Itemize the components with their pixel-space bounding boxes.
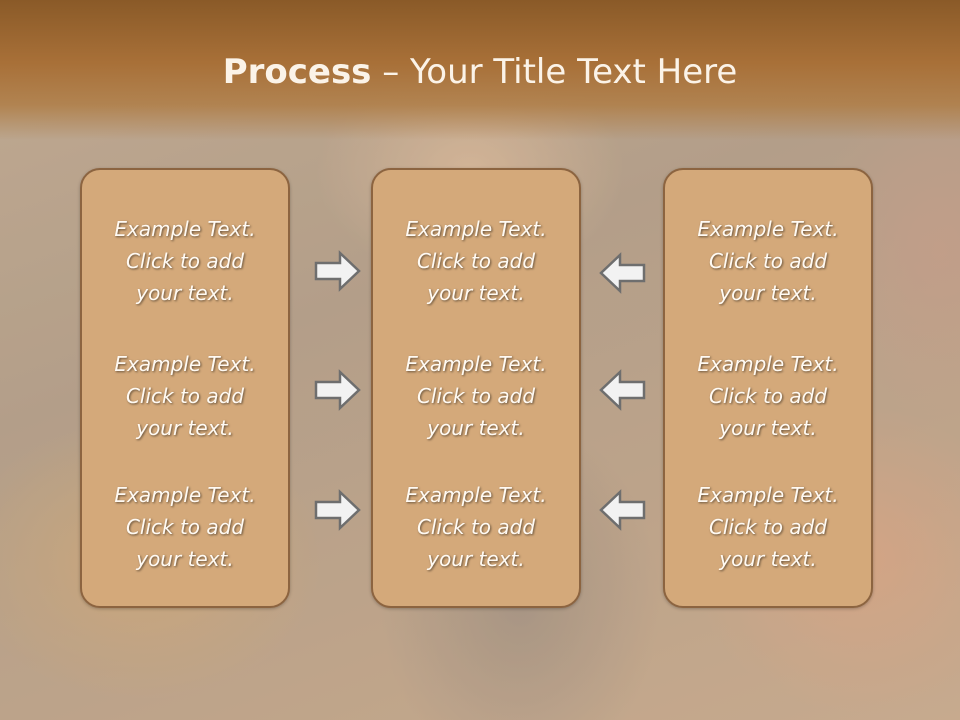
text-line: your text. (427, 281, 525, 305)
arrow-left-icon[interactable] (598, 489, 646, 531)
panel-right[interactable]: Example Text. Click to add your text. Ex… (663, 168, 873, 608)
slide-title[interactable]: Process – Your Title Text Here (0, 52, 960, 92)
text-line: Click to add (416, 384, 536, 408)
text-line: your text. (427, 547, 525, 571)
text-line: Click to add (416, 249, 536, 273)
arrow-right-icon[interactable] (314, 489, 362, 531)
arrow-left-icon[interactable] (598, 252, 646, 294)
text-line: Click to add (708, 384, 828, 408)
text-line: Click to add (708, 515, 828, 539)
text-block[interactable]: Example Text. Click to add your text. (373, 348, 579, 444)
text-block[interactable]: Example Text. Click to add your text. (665, 348, 871, 444)
text-line: Example Text. (697, 352, 839, 376)
text-line: Click to add (125, 515, 245, 539)
text-line: your text. (136, 281, 234, 305)
arrow-right-icon[interactable] (314, 250, 362, 292)
text-line: Example Text. (114, 352, 256, 376)
text-line: Example Text. (405, 352, 547, 376)
text-line: Example Text. (114, 217, 256, 241)
text-line: your text. (427, 416, 525, 440)
text-line: Example Text. (697, 483, 839, 507)
title-band (0, 0, 960, 140)
text-line: Click to add (125, 249, 245, 273)
text-block[interactable]: Example Text. Click to add your text. (82, 213, 288, 309)
text-line: Click to add (125, 384, 245, 408)
text-line: Example Text. (405, 483, 547, 507)
text-block[interactable]: Example Text. Click to add your text. (373, 213, 579, 309)
text-block[interactable]: Example Text. Click to add your text. (665, 479, 871, 575)
text-line: Example Text. (405, 217, 547, 241)
panel-center[interactable]: Example Text. Click to add your text. Ex… (371, 168, 581, 608)
text-line: your text. (136, 547, 234, 571)
text-line: your text. (719, 547, 817, 571)
text-block[interactable]: Example Text. Click to add your text. (373, 479, 579, 575)
text-line: Example Text. (697, 217, 839, 241)
text-line: Click to add (708, 249, 828, 273)
text-line: your text. (719, 281, 817, 305)
panel-left[interactable]: Example Text. Click to add your text. Ex… (80, 168, 290, 608)
arrow-right-icon[interactable] (314, 369, 362, 411)
text-line: your text. (136, 416, 234, 440)
title-bold-word: Process (222, 52, 372, 92)
arrow-left-icon[interactable] (598, 369, 646, 411)
text-line: Example Text. (114, 483, 256, 507)
text-block[interactable]: Example Text. Click to add your text. (82, 348, 288, 444)
text-line: your text. (719, 416, 817, 440)
text-line: Click to add (416, 515, 536, 539)
title-rest: – Your Title Text Here (371, 52, 738, 92)
text-block[interactable]: Example Text. Click to add your text. (82, 479, 288, 575)
text-block[interactable]: Example Text. Click to add your text. (665, 213, 871, 309)
